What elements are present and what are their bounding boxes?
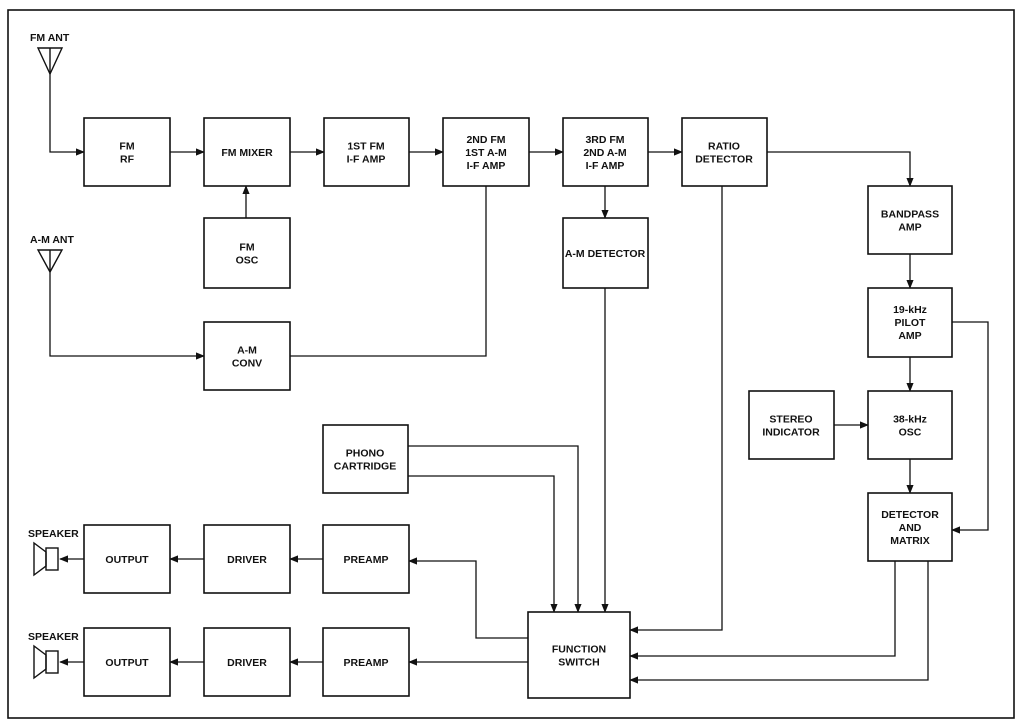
block-label-line: FM	[119, 141, 134, 153]
block-label-line: 1ST FM	[347, 141, 385, 153]
block-driver-upper-label: DRIVER	[227, 554, 267, 566]
block-label-line: A-M DETECTOR	[565, 248, 646, 260]
block-label-line: SWITCH	[558, 657, 599, 669]
block-output-upper-label: OUTPUT	[105, 554, 149, 566]
block-label-line: MATRIX	[890, 535, 929, 547]
block-label-line: AND	[899, 522, 922, 534]
block-label-line: DETECTOR	[695, 154, 753, 166]
outer-frame	[7, 9, 1015, 719]
block-label-line: DRIVER	[227, 554, 267, 566]
speaker-icon-upper	[33, 541, 59, 577]
block-output-lower: OUTPUT	[83, 627, 171, 697]
block-label-line: A-M	[237, 345, 257, 357]
block-label-line: 38-kHz	[893, 414, 927, 426]
block-label-line: AMP	[898, 222, 921, 234]
block-label-line: RATIO	[708, 141, 740, 153]
block-label-line: OSC	[236, 255, 259, 267]
block-am-detector-label: A-M DETECTOR	[565, 248, 646, 260]
block-label-line: FUNCTION	[552, 644, 606, 656]
block-preamp-lower-label: PREAMP	[344, 657, 389, 669]
block-label-line: 1ST A-M	[465, 147, 507, 159]
block-label-line: AMP	[898, 330, 921, 342]
block-fm-mixer: FM MIXER	[203, 117, 291, 187]
block-label-line: RF	[120, 154, 135, 166]
block-fm-mixer-label: FM MIXER	[221, 147, 273, 159]
block-label-line: OUTPUT	[105, 657, 149, 669]
block-preamp-upper-label: PREAMP	[344, 554, 389, 566]
speaker-icon-lower	[33, 644, 59, 680]
block-label-line: 3RD FM	[585, 134, 624, 146]
block-label-line: PREAMP	[344, 657, 389, 669]
block-label-line: CONV	[232, 358, 262, 370]
block-am-detector: A-M DETECTOR	[562, 217, 649, 289]
block-label-line: 19-kHz	[893, 304, 927, 316]
block-label-line: CARTRIDGE	[334, 461, 396, 473]
block-label-line: OSC	[899, 427, 922, 439]
block-label-line: 2ND FM	[466, 134, 505, 146]
block-preamp-upper: PREAMP	[322, 524, 410, 594]
block-label-line: 2ND A-M	[583, 147, 627, 159]
block-driver-lower-label: DRIVER	[227, 657, 267, 669]
am-antenna-icon	[36, 249, 64, 274]
block-label-line: FM	[239, 242, 254, 254]
speaker-label-upper: SPEAKER	[28, 528, 79, 540]
block-label-line: DRIVER	[227, 657, 267, 669]
block-label-line: OUTPUT	[105, 554, 149, 566]
block-label-line: I-F AMP	[586, 160, 625, 172]
block-preamp-lower: PREAMP	[322, 627, 410, 697]
block-label-line: I-F AMP	[347, 154, 386, 166]
signal-wires	[49, 74, 989, 684]
block-label-line: PILOT	[895, 317, 927, 329]
block-output-lower-label: OUTPUT	[105, 657, 149, 669]
block-driver-upper: DRIVER	[203, 524, 291, 594]
fm-antenna-label: FM ANT	[30, 32, 70, 44]
block-label-line: DETECTOR	[881, 509, 939, 521]
block-driver-lower: DRIVER	[203, 627, 291, 697]
block-label-line: PHONO	[346, 448, 385, 460]
block-label-line: INDICATOR	[762, 427, 820, 439]
block-output-upper: OUTPUT	[83, 524, 171, 594]
block-label-line: BANDPASS	[881, 209, 939, 221]
speaker-label-lower: SPEAKER	[28, 631, 79, 643]
block-label-line: STEREO	[769, 414, 812, 426]
block-label-line: PREAMP	[344, 554, 389, 566]
block-label-line: I-F AMP	[467, 160, 506, 172]
block-label-line: FM MIXER	[221, 147, 273, 159]
fm-antenna-icon	[36, 47, 64, 76]
am-antenna-label: A-M ANT	[30, 234, 75, 246]
